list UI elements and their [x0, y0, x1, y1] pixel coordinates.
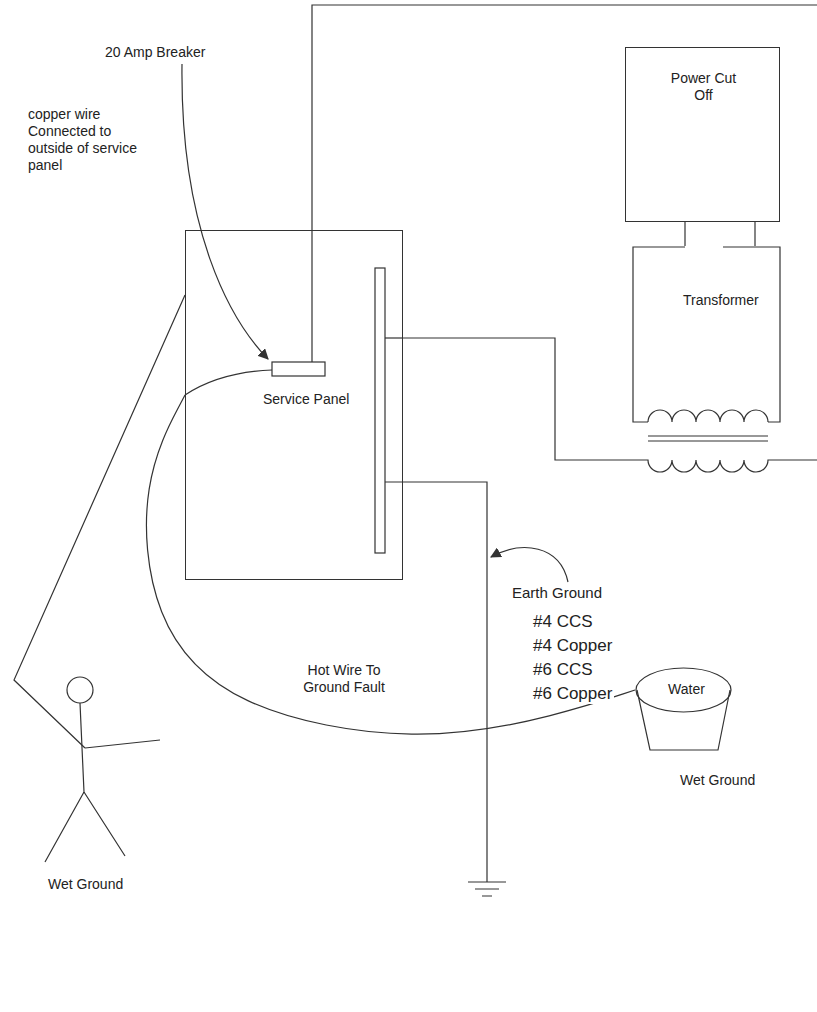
callout-label: Earth Ground	[510, 584, 604, 602]
ground-symbol	[468, 882, 506, 896]
wire-connector	[403, 338, 624, 460]
ground-label: Wet Ground	[46, 876, 125, 893]
wire-connector	[146, 395, 635, 734]
wire-size-label: #6 CCS	[531, 660, 595, 680]
wire-connector	[754, 222, 755, 246]
person-figure	[45, 703, 160, 862]
wire-size-label: #4 CCS	[531, 612, 595, 632]
wire-size-label: #6 Copper	[531, 684, 614, 704]
node-label: Service Panel	[263, 391, 349, 408]
note-label: copper wire Connected to outside of serv…	[26, 106, 148, 174]
note-label: Hot Wire To Ground Fault	[282, 662, 406, 696]
water-ellipse: Water	[635, 667, 738, 713]
breaker-symbol	[272, 362, 325, 376]
ground-label: Wet Ground	[678, 772, 757, 789]
bus-bar	[375, 268, 385, 553]
breaker-wire	[312, 5, 817, 362]
transformer-symbol	[624, 246, 784, 476]
power-cutoff-box: Power Cut Off	[625, 47, 780, 222]
transformer-box: Transformer	[624, 246, 784, 476]
bucket	[637, 690, 730, 750]
wire-connector	[684, 222, 685, 246]
hot-wire	[185, 370, 272, 395]
service-panel-box: Service Panel	[185, 230, 403, 580]
node-label: Water	[635, 681, 738, 698]
neutral-wire	[385, 337, 403, 338]
transformer-wire	[784, 459, 817, 460]
leader-line	[491, 548, 568, 582]
wire-size-label: #4 Copper	[531, 636, 614, 656]
leader-line	[182, 64, 268, 359]
node-label: Power Cut Off	[668, 70, 740, 104]
person-head	[67, 677, 93, 703]
node-label: Transformer	[683, 292, 759, 309]
copper-wire	[14, 295, 185, 748]
callout-label: 20 Amp Breaker	[103, 44, 207, 61]
